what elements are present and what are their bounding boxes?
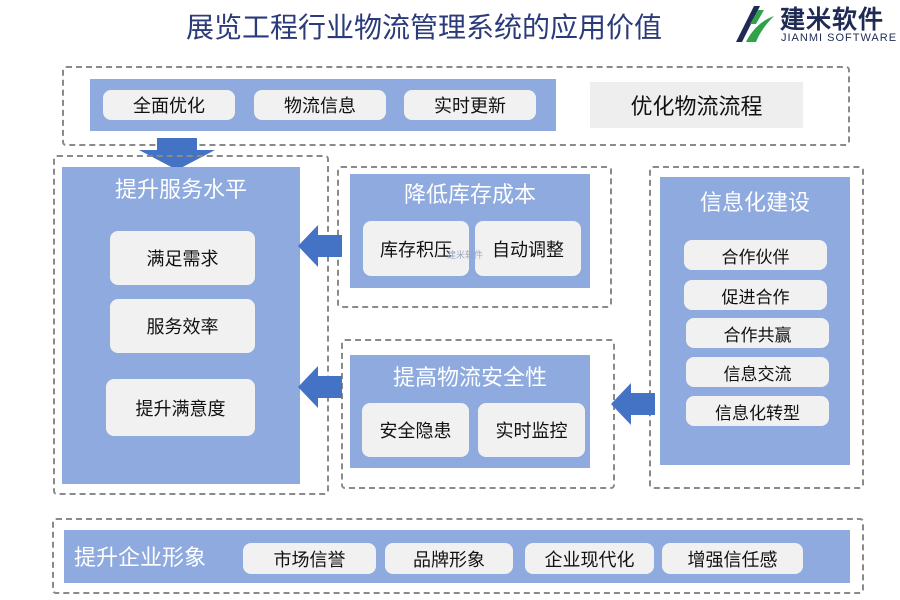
safety-item-monitoring: 实时监控	[478, 403, 585, 457]
page-title: 展览工程行业物流管理系统的应用价值	[186, 11, 663, 44]
left-arrow-icon	[298, 225, 342, 267]
inventory-title: 降低库存成本	[403, 183, 536, 208]
left-arrow-icon	[611, 383, 655, 425]
info-title: 信息化建设	[699, 191, 810, 216]
enterprise-item-reputation: 市场信誉	[243, 543, 376, 574]
enterprise-title: 提升企业形象	[74, 546, 207, 571]
logo-subtext: JIANMI SOFTWARE	[781, 32, 898, 44]
down-arrow-icon	[139, 138, 215, 170]
chip-logistics-info: 物流信息	[254, 90, 386, 120]
left-arrow-icon	[298, 366, 342, 408]
service-title: 提升服务水平	[114, 178, 247, 203]
info-item-communication: 信息交流	[686, 357, 829, 387]
watermark: 建米软件	[447, 251, 484, 261]
chip-comprehensive-optimization: 全面优化	[103, 90, 235, 120]
safety-title: 提高物流安全性	[392, 366, 547, 391]
info-section	[649, 166, 864, 489]
logo-text: 建米软件	[780, 5, 885, 34]
optimize-logistics-label: 优化物流流程	[590, 82, 803, 128]
top-section	[62, 66, 850, 146]
enterprise-item-trust: 增强信任感	[662, 543, 803, 574]
info-item-partners: 合作伙伴	[684, 240, 827, 270]
info-item-promote-cooperation: 促进合作	[684, 280, 827, 310]
service-item-satisfaction: 提升满意度	[106, 379, 255, 436]
inventory-item-auto-adjust: 自动调整	[475, 221, 581, 276]
enterprise-item-modernization: 企业现代化	[525, 543, 654, 574]
safety-item-hazard: 安全隐患	[362, 403, 469, 457]
service-item-efficiency: 服务效率	[110, 299, 255, 353]
chip-realtime-update: 实时更新	[404, 90, 536, 120]
enterprise-section	[52, 518, 864, 594]
jianmi-logo-icon	[736, 6, 774, 42]
service-section	[53, 155, 329, 495]
info-item-win-win: 合作共赢	[686, 318, 829, 348]
info-item-transformation: 信息化转型	[686, 396, 829, 426]
inventory-item-overstock: 库存积压	[363, 221, 469, 276]
service-item-meet-demand: 满足需求	[110, 231, 255, 285]
enterprise-item-brand-image: 品牌形象	[385, 543, 513, 574]
safety-section	[341, 339, 615, 489]
